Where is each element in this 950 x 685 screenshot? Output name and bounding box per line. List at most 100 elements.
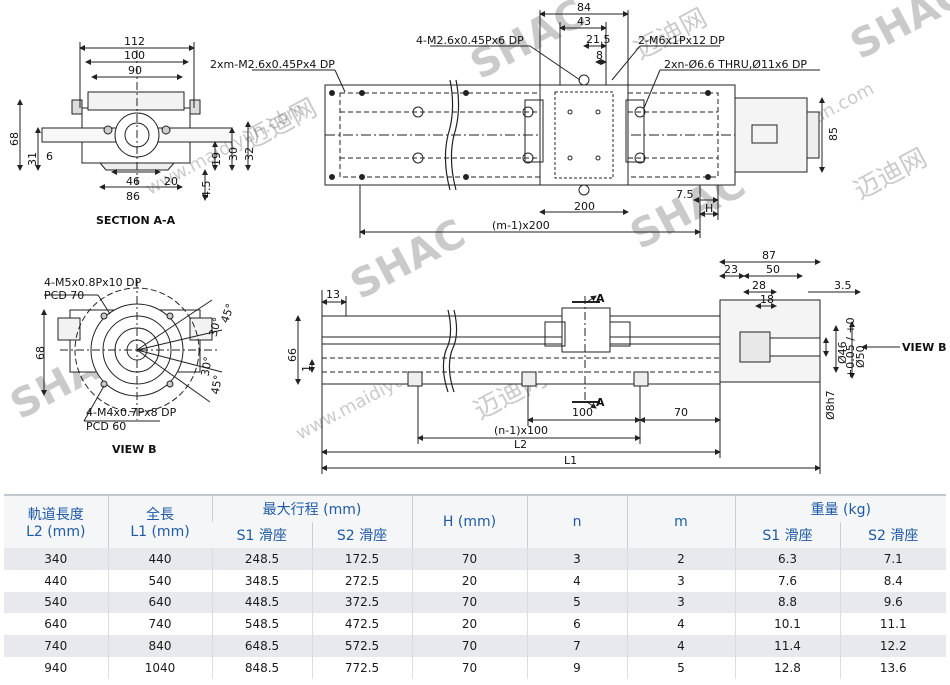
cell-l2: 440 bbox=[4, 569, 108, 592]
dim-8: 8 bbox=[596, 49, 603, 62]
cell-stroke-s1: 848.5 bbox=[211, 656, 312, 679]
watermark-brand: SHAC bbox=[343, 211, 473, 309]
dim-3-5: 3.5 bbox=[834, 279, 852, 292]
dim-70: 70 bbox=[674, 406, 688, 419]
header-rail-length-unit: L2 (mm) bbox=[26, 524, 86, 540]
angle-45-bottom: 45° bbox=[209, 374, 225, 395]
dim-32: 32 bbox=[243, 147, 256, 161]
table-subheader-row: S1 滑座 S2 滑座 S1 滑座 S2 滑座 bbox=[4, 522, 946, 548]
cell-m: 4 bbox=[626, 635, 735, 657]
dim-m-1-200: (m-1)x200 bbox=[492, 219, 550, 232]
cell-h: 70 bbox=[411, 635, 527, 657]
section-mark-a-bottom: A bbox=[596, 396, 605, 409]
top-view-labels: 2xm-M2.6x0.45Px4 DP 4-M2.6x0.45Px6 DP 2-… bbox=[210, 1, 840, 232]
cell-l2: 740 bbox=[4, 635, 108, 657]
cell-weight-s2: 13.6 bbox=[839, 656, 946, 679]
cell-m: 3 bbox=[626, 591, 735, 614]
dim-112: 112 bbox=[124, 35, 145, 48]
dim-200: 200 bbox=[574, 200, 595, 213]
angle-45-top: 45° bbox=[218, 302, 237, 325]
dim-19: 19 bbox=[210, 152, 223, 166]
angle-30-bottom: 30° bbox=[199, 356, 215, 377]
view-b-title: VIEW B bbox=[112, 443, 156, 456]
table-row: 740 840 648.5 572.5 70 7 4 11.4 12.2 bbox=[4, 635, 946, 657]
dim-68: 68 bbox=[8, 132, 21, 146]
cell-stroke-s2: 272.5 bbox=[311, 569, 412, 592]
cell-stroke-s1: 548.5 bbox=[211, 613, 312, 636]
cell-stroke-s2: 172.5 bbox=[311, 548, 412, 570]
cell-weight-s2: 8.4 bbox=[839, 569, 946, 592]
header-rail-length-label: 軌道長度 bbox=[27, 507, 84, 523]
dim-86: 86 bbox=[126, 190, 140, 203]
header-m: m bbox=[626, 494, 735, 548]
cell-weight-s1: 12.8 bbox=[734, 656, 840, 679]
dim-1: 1 bbox=[300, 365, 313, 372]
cell-stroke-s1: 648.5 bbox=[211, 635, 312, 657]
dim-100: 100 bbox=[124, 49, 145, 62]
cell-l2: 340 bbox=[4, 548, 108, 570]
table-header-row: 軌道長度 L2 (mm) 全長 L1 (mm) 最大行程 (mm) H (mm)… bbox=[4, 494, 946, 548]
dim-7-5: 7.5 bbox=[676, 188, 694, 201]
watermark-cn: 迈迪网 bbox=[849, 143, 932, 206]
cell-l1: 840 bbox=[107, 635, 212, 657]
dim-87: 87 bbox=[762, 249, 776, 262]
header-weight: 重量 (kg) bbox=[734, 494, 946, 522]
cell-stroke-s2: 472.5 bbox=[311, 613, 412, 636]
cell-stroke-s2: 772.5 bbox=[311, 656, 412, 679]
cell-n: 6 bbox=[526, 613, 627, 636]
section-mark-a-top: A bbox=[596, 292, 605, 305]
note-m6: 2-M6x1Px12 DP bbox=[638, 34, 725, 47]
dim-dia-8h7: Ø8h7 bbox=[824, 390, 837, 420]
dim-84: 84 bbox=[577, 1, 591, 14]
mount-holes bbox=[329, 74, 711, 196]
dim-6: 6 bbox=[46, 150, 53, 163]
top-view bbox=[252, 10, 825, 238]
table-row: 940 1040 848.5 772.5 70 9 5 12.8 13.6 bbox=[4, 656, 946, 679]
cell-n: 3 bbox=[526, 548, 627, 570]
dim-68-viewb: 68 bbox=[34, 346, 47, 360]
cell-stroke-s1: 248.5 bbox=[211, 548, 312, 570]
cell-l1: 640 bbox=[107, 591, 212, 614]
cell-l2: 640 bbox=[4, 613, 108, 636]
cell-weight-s2: 11.1 bbox=[839, 613, 946, 636]
header-stroke-s1: S1 滑座 bbox=[212, 522, 312, 548]
dim-tolerance: +0.05 / +0 bbox=[844, 317, 857, 378]
note-m2-6-6dp: 4-M2.6x0.45Px6 DP bbox=[416, 34, 524, 47]
cell-l1: 540 bbox=[107, 569, 212, 592]
dim-21-5: 21.5 bbox=[586, 33, 611, 46]
note-pcd60: PCD 60 bbox=[86, 420, 126, 433]
table-row: 640 740 548.5 472.5 20 6 4 10.1 11.1 bbox=[4, 613, 946, 636]
dim-100-front: 100 bbox=[572, 406, 593, 419]
note-m5: 4-M5x0.8Px10 DP bbox=[44, 276, 142, 289]
cell-n: 5 bbox=[526, 591, 627, 614]
front-view-labels: 13 66 1 100 70 (n-1)x100 L2 L1 A A 87 23… bbox=[286, 249, 946, 467]
header-stroke-s2: S2 滑座 bbox=[311, 522, 412, 548]
cell-weight-s1: 6.3 bbox=[734, 548, 840, 570]
cell-n: 4 bbox=[526, 569, 627, 592]
header-total-length: 全長 L1 (mm) bbox=[107, 494, 212, 548]
dim-l1: L1 bbox=[564, 454, 577, 467]
cell-m: 4 bbox=[626, 613, 735, 636]
header-total-length-label: 全長 bbox=[146, 507, 174, 523]
dim-23: 23 bbox=[724, 263, 738, 276]
cell-stroke-s2: 572.5 bbox=[311, 635, 412, 657]
technical-drawing: SHAC SHAC SHAC SHAC SHAC 迈迪网 迈迪网 迈迪网 迈迪网… bbox=[3, 0, 950, 474]
header-h: H (mm) bbox=[411, 494, 527, 548]
cell-m: 2 bbox=[626, 548, 735, 570]
dim-18: 18 bbox=[760, 293, 774, 306]
view-b-labels: 4-M5x0.8Px10 DP PCD 70 4-M4x0.7Px8 DP PC… bbox=[34, 276, 237, 456]
dim-30: 30 bbox=[227, 147, 240, 161]
section-aa-labels: 112 100 90 68 31 6 46 20 86 19 30 32 4.5… bbox=[8, 35, 256, 227]
cell-m: 3 bbox=[626, 569, 735, 592]
dim-dia-50: Ø50 bbox=[854, 345, 867, 368]
dim-dia-46: Ø46 bbox=[836, 341, 849, 364]
cell-weight-s2: 9.6 bbox=[839, 591, 946, 614]
view-b-arrow-label: VIEW B bbox=[902, 341, 946, 354]
view-b bbox=[41, 280, 223, 422]
note-m4: 4-M4x0.7Px8 DP bbox=[86, 406, 177, 419]
dim-50: 50 bbox=[766, 263, 780, 276]
cell-l2: 540 bbox=[4, 591, 108, 614]
dim-28: 28 bbox=[752, 279, 766, 292]
cell-n: 9 bbox=[526, 656, 627, 679]
dim-4-5: 4.5 bbox=[200, 181, 213, 199]
